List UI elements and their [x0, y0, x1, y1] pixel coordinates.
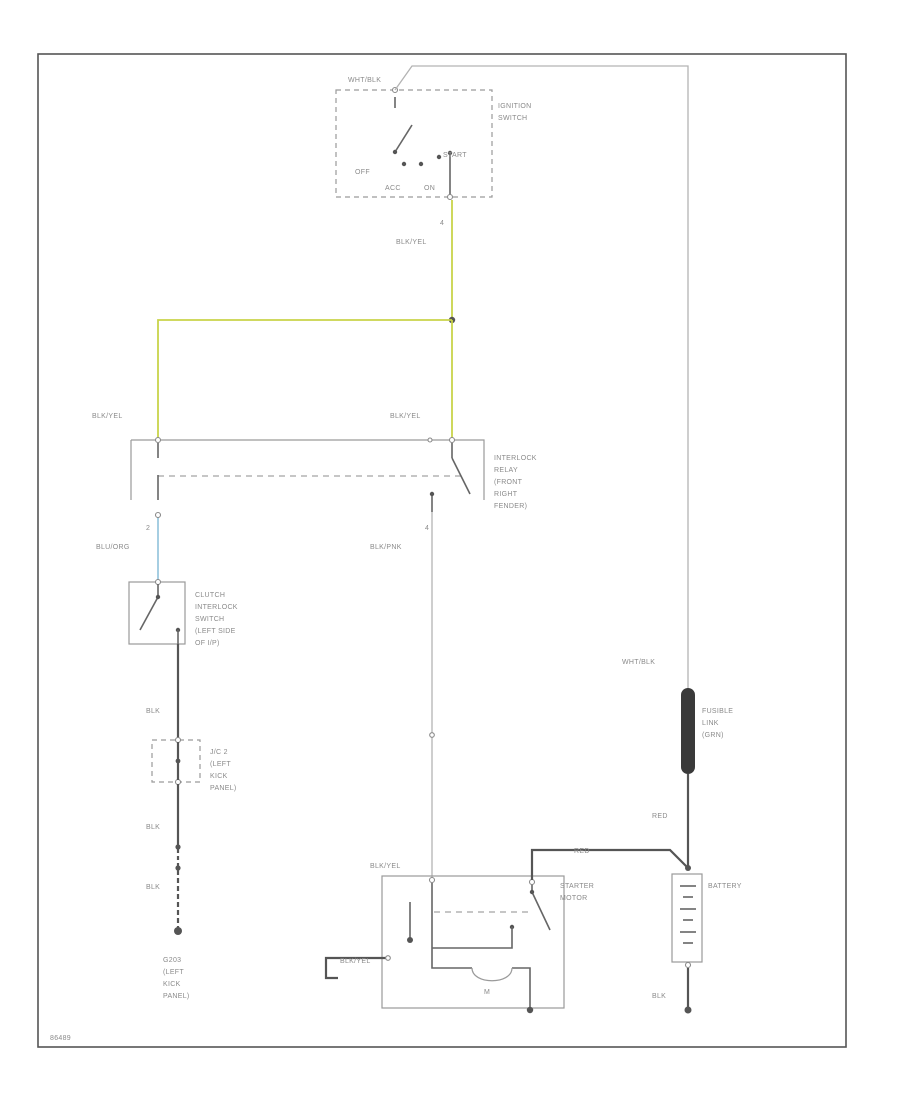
fusible-link: WHT/BLK FUSIBLE LINK (GRN): [622, 659, 733, 774]
battery-cable: [530, 848, 689, 880]
figure-id: 86489: [50, 1035, 71, 1042]
battery: BATTERY: [671, 865, 742, 969]
battery-pos-label: RED: [652, 813, 668, 820]
clutch-label-2: INTERLOCK: [195, 604, 238, 611]
ignition-pos-start: START: [443, 152, 467, 159]
ground-icon: [174, 927, 182, 935]
ignition-switch-blade: [394, 124, 413, 153]
ignition-switch: OFF START ACC ON IGNITION SWITCH WHT/BLK…: [335, 77, 532, 227]
ignition-contact-acc: [401, 161, 407, 167]
clutch-gnd-label-3: BLK: [146, 884, 160, 891]
ignition-switch-box: [335, 89, 493, 198]
ignition-contact-on: [418, 161, 424, 167]
starter-cable: [324, 956, 388, 980]
relay-out-left-pin: 2: [146, 525, 150, 532]
ignition-contact-start: [436, 154, 442, 160]
starter-label-1: STARTER: [560, 883, 594, 890]
ignition-pos-off: OFF: [355, 169, 370, 176]
junction-label-4: PANEL): [210, 785, 237, 792]
relay-label-2: RELAY: [494, 467, 518, 474]
clutch-gnd-label-1: BLK: [146, 708, 160, 715]
battery-feed-label: WHT/BLK: [622, 659, 655, 666]
relay-switch-blade: [451, 457, 471, 495]
battery-label: BATTERY: [708, 883, 742, 890]
ign-output-wire-label: BLK/YEL: [396, 239, 427, 246]
ignition-switch-label-2: SWITCH: [498, 115, 527, 122]
clutch-label-4: (LEFT SIDE: [195, 628, 236, 635]
relay-input-wire-label: BLK/YEL: [390, 413, 421, 420]
fusible-label-3: (GRN): [702, 732, 724, 739]
relay-out-right-label: BLK/PNK: [370, 544, 402, 551]
battery-neg-label: BLK: [652, 993, 666, 1000]
ignition-pin-label: 4: [440, 220, 444, 227]
clutch-label-1: CLUTCH: [195, 592, 225, 599]
starter-in-label: BLK/YEL: [370, 863, 401, 870]
ground-label-3: KICK: [163, 981, 181, 988]
battery-cable-label: RED: [574, 848, 590, 855]
clutch-label-3: SWITCH: [195, 616, 224, 623]
relay-label-4: RIGHT: [494, 491, 518, 498]
ignition-pos-on: ON: [424, 185, 435, 192]
battery-ground-icon: [684, 1006, 692, 1014]
ignition-pos-acc: ACC: [385, 185, 401, 192]
junction-label-3: KICK: [210, 773, 228, 780]
ground-label-1: G203: [163, 957, 181, 964]
starter-cable-label: BLK/YEL: [340, 958, 371, 965]
fusible-link-icon: [681, 688, 695, 774]
left-branch-wire-label: BLK/YEL: [92, 413, 123, 420]
junction-connector: J/C 2 (LEFT KICK PANEL): [151, 736, 237, 792]
clutch-gnd-label-2: BLK: [146, 824, 160, 831]
clutch-label-5: OF I/P): [195, 640, 220, 647]
clutch-switch-box: [128, 581, 186, 645]
junction-label-2: (LEFT: [210, 761, 231, 768]
fusible-label-1: FUSIBLE: [702, 708, 733, 715]
diagram-frame: [37, 53, 847, 1048]
motor-armature: [471, 967, 513, 982]
ground-label-4: PANEL): [163, 993, 190, 1000]
relay-label-1: INTERLOCK: [494, 455, 537, 462]
relay-out-left-label: BLU/ORG: [96, 544, 130, 551]
starter-label-2: MOTOR: [560, 895, 587, 902]
starter-motor: BLK/YEL M STARTER MOTOR: [370, 863, 594, 1014]
battery-box: [671, 873, 703, 963]
relay-label-3: (FRONT: [494, 479, 523, 486]
clutch-interlock-switch: CLUTCH INTERLOCK SWITCH (LEFT SIDE OF I/…: [128, 578, 238, 647]
ignition-switch-label-1: IGNITION: [498, 103, 532, 110]
fusible-label-2: LINK: [702, 720, 719, 727]
relay-out-right-pin: 4: [425, 525, 429, 532]
ignition-wire-top-label: WHT/BLK: [348, 77, 381, 84]
clutch-switch-blade: [139, 596, 159, 631]
ground-point: G203 (LEFT KICK PANEL): [163, 927, 190, 1000]
left-branch-wire: [157, 319, 452, 440]
interlock-relay: INTERLOCK RELAY (FRONT RIGHT FENDER): [130, 436, 537, 512]
starter-solenoid-contact: [531, 891, 551, 931]
junction-label-1: J/C 2: [210, 749, 228, 756]
interlock-relay-box: [130, 439, 485, 500]
starter-motor-box: [381, 875, 565, 1009]
main-feed-wire: [394, 65, 689, 690]
ground-label-2: (LEFT: [163, 969, 184, 976]
motor-symbol: M: [484, 989, 490, 996]
motor-circuit: [431, 955, 531, 1010]
relay-label-5: FENDER): [494, 503, 527, 510]
